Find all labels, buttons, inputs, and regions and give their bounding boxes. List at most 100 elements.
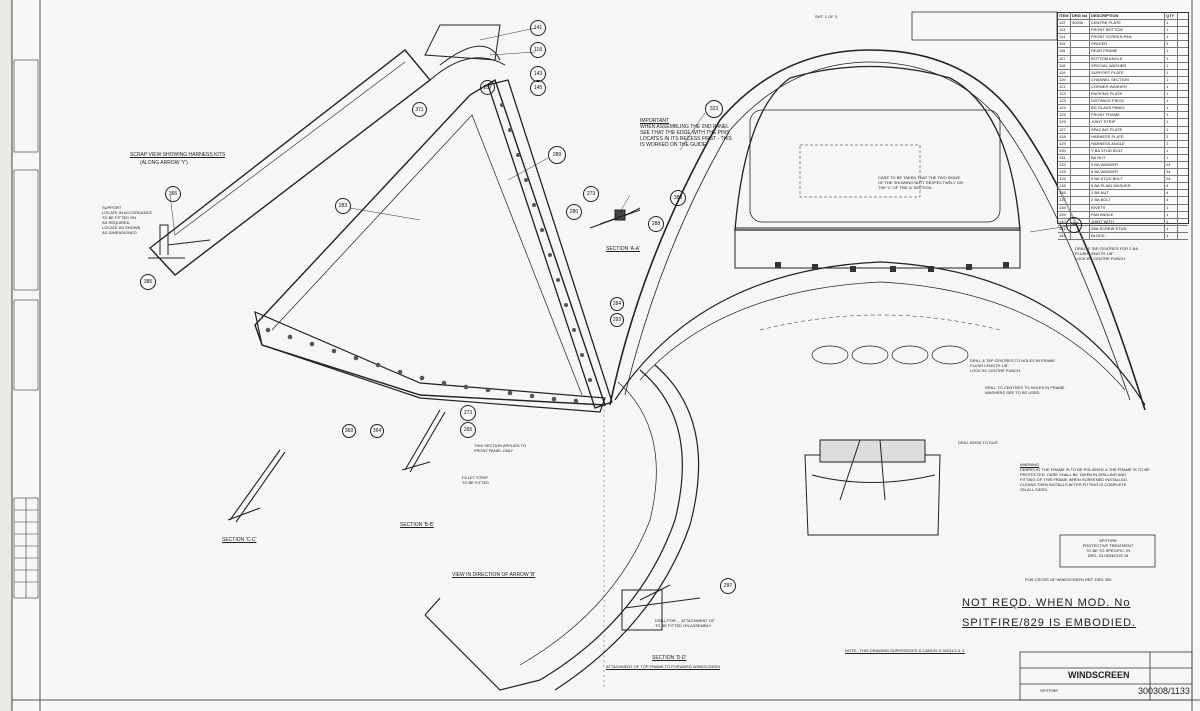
part-drawing-number: [1071, 218, 1090, 225]
part-quantity: 1: [1165, 83, 1178, 91]
callout-balloon: 297: [720, 578, 736, 594]
part-quantity: 24: [1165, 161, 1178, 169]
callout-balloon: 283: [335, 198, 351, 214]
callout-balloon: 369: [342, 424, 356, 438]
part-description: CHANNEL SECTION: [1090, 76, 1165, 83]
part-description: PACKING PLATE: [1090, 91, 1165, 98]
part-drawing-number: [1071, 211, 1090, 218]
part-description: BA NUT: [1090, 154, 1165, 161]
part-drawing-number: [1071, 197, 1090, 204]
part-drawing-number: [1071, 119, 1090, 126]
section-bb-detail: [401, 409, 446, 473]
base-frame-bolts: [775, 262, 1009, 272]
callout-balloon: 288: [648, 216, 664, 232]
callout-balloon: 273: [583, 186, 599, 202]
drill-note-3: DRILL TO CENTRES TO HOLES IN FRAME.WASHE…: [985, 385, 1066, 395]
callout-balloon: 280: [566, 204, 582, 220]
part-item-number: 127: [1058, 126, 1071, 133]
part-drawing-number: [1071, 154, 1090, 161]
part-quantity: 4: [1165, 190, 1178, 197]
part-item-number: 138: [1058, 204, 1071, 211]
part-drawing-number: [1071, 41, 1090, 48]
part-description: 2BA SCREW STUD: [1090, 225, 1165, 232]
aircraft-name: SPITFIRE: [1040, 688, 1059, 693]
part-item-number: 133: [1058, 169, 1071, 176]
callout-balloon: 388: [670, 190, 686, 206]
part-description: SPACER: [1090, 41, 1165, 48]
drill-note-1: DRILL & TAP CENTRES FOR 2 BA.FLUSH LENGT…: [1075, 246, 1140, 261]
part-quantity: 1: [1165, 119, 1178, 126]
side-panel-outline: [254, 78, 606, 406]
callout-balloon: 287: [480, 80, 495, 95]
part-drawing-number: [1071, 83, 1090, 91]
part-item-number: 113: [1058, 27, 1071, 34]
part-description: FRONT BOTTOM: [1090, 27, 1165, 34]
main-title-line-1: NOT REQD. WHEN MOD. No: [962, 597, 1131, 609]
part-item-number: 136: [1058, 190, 1071, 197]
section-dd-caption: ATTACHMENT OF TOP FRAME TO FORWARD WINDS…: [606, 664, 721, 669]
scrap-view-sublabel: (ALONG ARROW 'Y'): [140, 160, 188, 166]
drawing-number: 300308/1133: [1138, 686, 1190, 696]
part-item-number: 120: [1058, 76, 1071, 83]
part-quantity: 1: [1165, 218, 1178, 225]
part-quantity: 1: [1165, 55, 1178, 62]
part-description: 5 BA PLAIN WASHER: [1090, 183, 1165, 190]
callout-balloon: 265: [460, 422, 476, 438]
part-item-number: 118: [1058, 62, 1071, 69]
part-quantity: 4: [1165, 183, 1178, 190]
part-description: SUPPORT PLATE: [1090, 69, 1165, 76]
part-drawing-number: [1071, 55, 1090, 62]
part-quantity: 1: [1165, 232, 1178, 239]
part-drawing-number: [1071, 62, 1090, 69]
part-description: CORNER WASHER: [1090, 83, 1165, 91]
left-margin-strip: [0, 0, 12, 711]
part-drawing-number: [1071, 190, 1090, 197]
leader-lines: [169, 27, 1076, 236]
section-dd-label: SECTION 'D-D': [652, 655, 687, 661]
part-item-number: 124: [1058, 105, 1071, 112]
rivet-row-bottom: [265, 327, 579, 404]
part-drawing-number: [1071, 225, 1090, 232]
part-drawing-number: [1071, 126, 1090, 133]
part-description: JOINT WITH: [1090, 218, 1165, 225]
section-cc-label: SECTION 'C-C': [222, 537, 257, 543]
callout-balloon: 365: [165, 186, 181, 202]
part-description: PAN ANGLE: [1090, 211, 1165, 218]
part-quantity: 2: [1165, 133, 1178, 140]
part-quantity: 4: [1165, 197, 1178, 204]
part-quantity: 1: [1165, 211, 1178, 218]
part-item-number: 122: [1058, 91, 1071, 98]
front-frame-member: [487, 79, 613, 409]
part-item-number: 139: [1058, 211, 1071, 218]
callout-balloon: 364: [370, 424, 384, 438]
part-description: Y BA STUD BOLT: [1090, 147, 1165, 154]
part-quantity: 1: [1165, 62, 1178, 69]
part-description: BOTTOM ANGLE: [1090, 55, 1165, 62]
callout-balloon: 145: [530, 80, 546, 96]
header-qty: QTY: [1165, 13, 1178, 20]
part-description: 5 BA WASHER: [1090, 161, 1165, 169]
part-quantity: 2: [1165, 140, 1178, 147]
part-quantity: 1: [1165, 20, 1178, 27]
drill-note-4: DRILL BOSS TO SUIT.: [958, 440, 999, 445]
